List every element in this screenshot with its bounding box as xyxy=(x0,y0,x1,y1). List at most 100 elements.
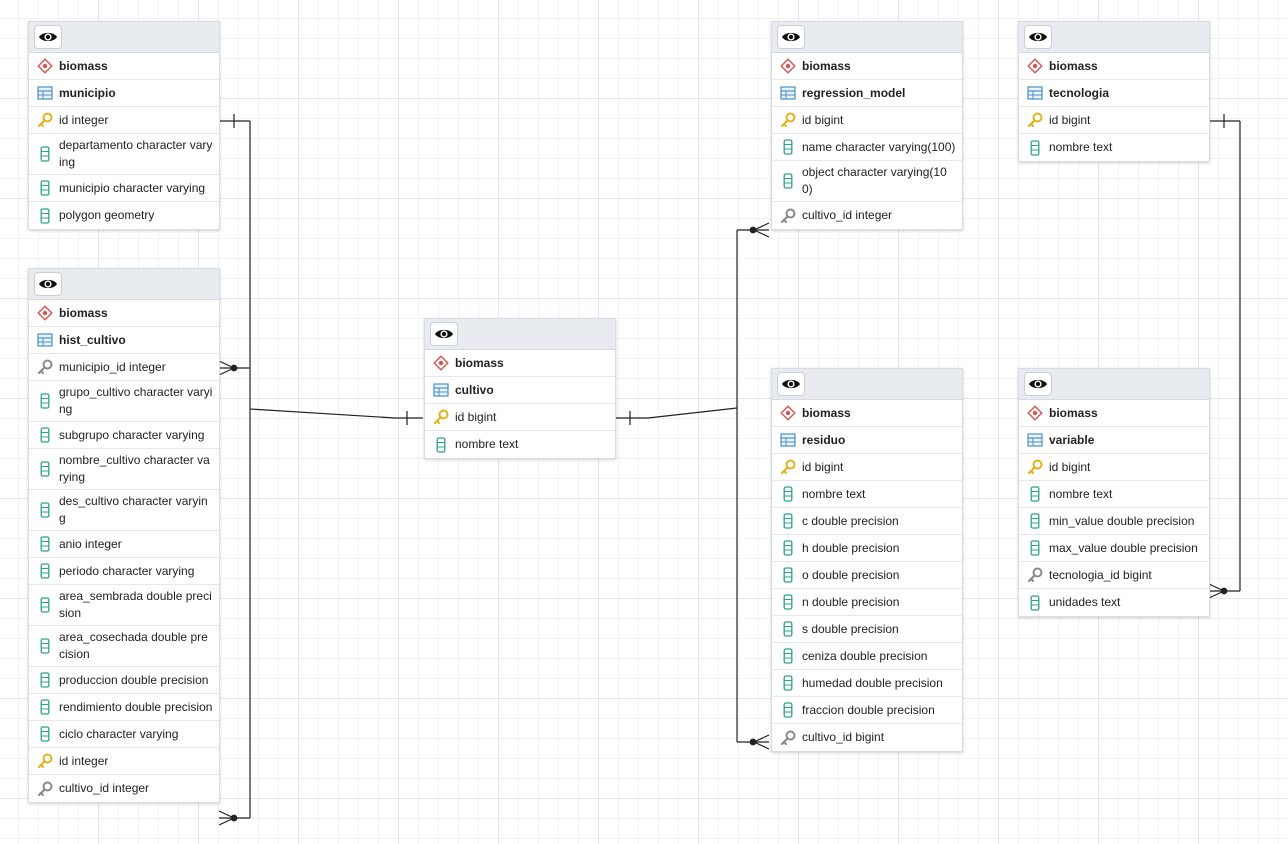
table-header[interactable] xyxy=(772,369,962,400)
column-row[interactable]: id bigint xyxy=(425,404,615,431)
table-name[interactable]: residuo xyxy=(772,427,962,454)
column-row-label: nombre_cultivo character varying xyxy=(59,453,210,484)
schema-name[interactable]: biomass xyxy=(29,53,219,80)
view-data-button[interactable] xyxy=(34,272,62,296)
column-row[interactable]: id integer xyxy=(29,107,219,134)
column-row[interactable]: nombre text xyxy=(1019,134,1209,161)
table-header[interactable] xyxy=(425,319,615,350)
schema-name[interactable]: biomass xyxy=(29,300,219,327)
column-row[interactable]: name character varying(100) xyxy=(772,134,962,161)
column-row[interactable]: cultivo_id bigint xyxy=(772,724,962,751)
column-row[interactable]: object character varying(100) xyxy=(772,161,962,202)
table-name-label: tecnologia xyxy=(1049,85,1110,100)
column-row-label: object character varying(100) xyxy=(802,165,947,196)
column-row[interactable]: grupo_cultivo character varying xyxy=(29,381,219,422)
column-row[interactable]: area_sembrada double precision xyxy=(29,585,219,626)
schema-name[interactable]: biomass xyxy=(772,53,962,80)
table-header[interactable] xyxy=(29,22,219,53)
column-row[interactable]: anio integer xyxy=(29,531,219,558)
column-row-label: polygon geometry xyxy=(59,208,155,222)
column-row-label: rendimiento double precision xyxy=(59,699,213,714)
column-row[interactable]: departamento character varying xyxy=(29,134,219,175)
table-name[interactable]: municipio xyxy=(29,80,219,107)
column-row[interactable]: id bigint xyxy=(1019,107,1209,134)
column-row[interactable]: n double precision xyxy=(772,589,962,616)
column-icon xyxy=(780,702,796,718)
foreign-key-icon xyxy=(37,359,53,375)
table-name[interactable]: tecnologia xyxy=(1019,80,1209,107)
column-row[interactable]: nombre text xyxy=(425,431,615,458)
column-row[interactable]: polygon geometry xyxy=(29,202,219,229)
column-row-label: departamento character varying xyxy=(59,138,213,169)
schema-name[interactable]: biomass xyxy=(1019,53,1209,80)
column-row-label: cultivo_id integer xyxy=(802,208,893,222)
column-row[interactable]: nombre_cultivo character varying xyxy=(29,449,219,490)
column-row[interactable]: nombre text xyxy=(1019,481,1209,508)
schema-name-label: biomass xyxy=(802,405,851,420)
schema-name-label: biomass xyxy=(1049,405,1098,420)
column-row[interactable]: min_value double precision xyxy=(1019,508,1209,535)
column-row[interactable]: id integer xyxy=(29,748,219,775)
foreign-key-icon xyxy=(1027,567,1043,583)
column-row[interactable]: id bigint xyxy=(772,107,962,134)
link-variable-tecnologia xyxy=(1208,114,1241,599)
column-row[interactable]: unidades text xyxy=(1019,589,1209,616)
column-row[interactable]: area_cosechada double precision xyxy=(29,626,219,667)
column-row[interactable]: des_cultivo character varying xyxy=(29,490,219,531)
column-row[interactable]: ceniza double precision xyxy=(772,643,962,670)
view-data-button[interactable] xyxy=(777,25,805,49)
column-icon xyxy=(37,672,53,688)
column-row-label: humedad double precision xyxy=(802,675,943,690)
view-data-button[interactable] xyxy=(430,322,458,346)
view-data-button[interactable] xyxy=(777,372,805,396)
column-row[interactable]: tecnologia_id bigint xyxy=(1019,562,1209,589)
column-row[interactable]: h double precision xyxy=(772,535,962,562)
table-header[interactable] xyxy=(1019,369,1209,400)
table-name[interactable]: regression_model xyxy=(772,80,962,107)
column-row-label: id integer xyxy=(59,112,109,127)
column-row[interactable]: o double precision xyxy=(772,562,962,589)
column-row[interactable]: id bigint xyxy=(1019,454,1209,481)
column-row[interactable]: max_value double precision xyxy=(1019,535,1209,562)
table-name[interactable]: cultivo xyxy=(425,377,615,404)
column-row[interactable]: nombre text xyxy=(772,481,962,508)
column-row[interactable]: id bigint xyxy=(772,454,962,481)
column-row[interactable]: subgrupo character varying xyxy=(29,422,219,449)
table-name[interactable]: hist_cultivo xyxy=(29,327,219,354)
column-row[interactable]: c double precision xyxy=(772,508,962,535)
table-header[interactable] xyxy=(29,269,219,300)
schema-name[interactable]: biomass xyxy=(425,350,615,377)
column-row[interactable]: periodo character varying xyxy=(29,558,219,585)
view-data-button[interactable] xyxy=(1024,372,1052,396)
column-row[interactable]: produccion double precision xyxy=(29,667,219,694)
primary-key-icon xyxy=(1027,459,1043,475)
column-icon xyxy=(780,675,796,691)
column-row[interactable]: ciclo character varying xyxy=(29,721,219,748)
column-row[interactable]: cultivo_id integer xyxy=(29,775,219,802)
column-row[interactable]: municipio character varying xyxy=(29,175,219,202)
view-data-button[interactable] xyxy=(1024,25,1052,49)
table-header[interactable] xyxy=(1019,22,1209,53)
column-icon xyxy=(37,699,53,715)
column-row[interactable]: s double precision xyxy=(772,616,962,643)
table-name[interactable]: variable xyxy=(1019,427,1209,454)
column-row-label: nombre text xyxy=(455,437,519,451)
table-header[interactable] xyxy=(772,22,962,53)
column-row[interactable]: cultivo_id integer xyxy=(772,202,962,229)
column-row[interactable]: humedad double precision xyxy=(772,670,962,697)
schema-name[interactable]: biomass xyxy=(1019,400,1209,427)
column-row-label: fraccion double precision xyxy=(802,702,935,717)
schema-name[interactable]: biomass xyxy=(772,400,962,427)
column-row[interactable]: fraccion double precision xyxy=(772,697,962,724)
view-data-button[interactable] xyxy=(34,25,62,49)
column-row[interactable]: rendimiento double precision xyxy=(29,694,219,721)
column-row[interactable]: municipio_id integer xyxy=(29,354,219,381)
